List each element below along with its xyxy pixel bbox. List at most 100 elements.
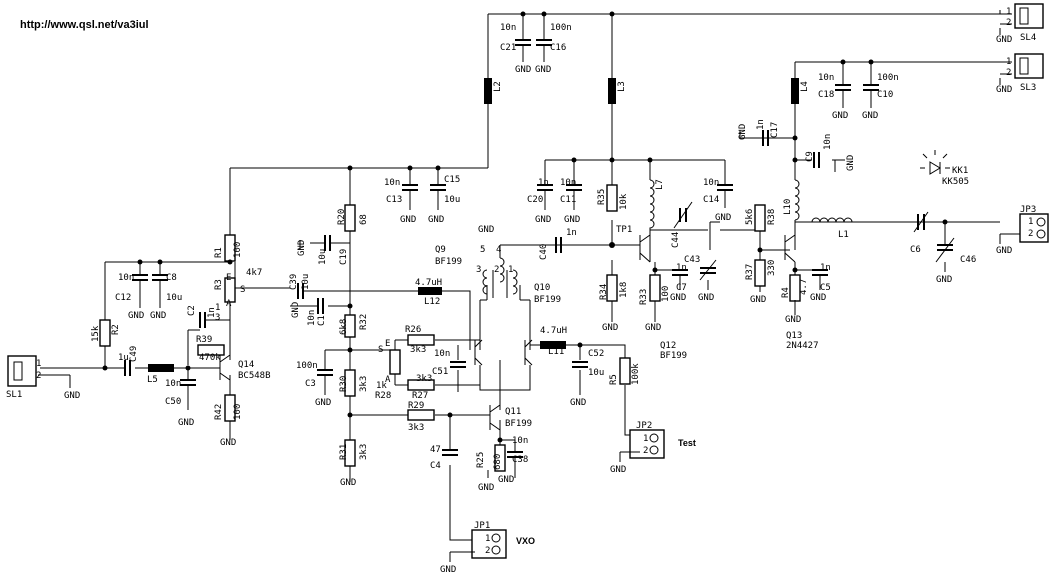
- resistor-r34: [606, 274, 618, 302]
- ref-c8: C8: [166, 273, 177, 283]
- gnd-label: GND: [178, 418, 194, 428]
- ref-r2: R2: [111, 324, 121, 335]
- resistor-r20: [344, 204, 356, 232]
- trimmer-c6: [917, 214, 925, 230]
- ref-c6: C6: [910, 245, 921, 255]
- transistor-q10: [524, 339, 533, 366]
- gnd-label: GND: [315, 398, 331, 408]
- value-c38: 10n: [512, 436, 528, 446]
- connector-sl3: [1014, 53, 1044, 79]
- gnd-label: GND: [670, 293, 686, 303]
- ref-l10: L10: [783, 199, 793, 215]
- ref-r20: R20: [337, 209, 347, 225]
- value-c5: 1n: [820, 263, 831, 273]
- vertical-capacitors: [132, 39, 879, 470]
- gnd-label: GND: [750, 295, 766, 305]
- value-c7: 1n: [676, 263, 687, 273]
- resistor-r38: [754, 204, 766, 232]
- gnd-label: GND: [602, 323, 618, 333]
- inductor-symbol-l11: [540, 341, 566, 349]
- ref-r32: R32: [359, 314, 369, 330]
- pin-label: 1: [643, 434, 648, 444]
- value-q9: BF199: [435, 257, 462, 267]
- ref-q14: Q14: [238, 360, 254, 370]
- ref-r25: R25: [476, 452, 486, 468]
- transformer-secondary: [512, 269, 518, 295]
- pin-label: 2: [1006, 68, 1011, 78]
- ref-sl3: SL3: [1020, 83, 1036, 93]
- ref-c43: C43: [684, 255, 700, 265]
- transistors: [219, 234, 796, 431]
- ref-jp2: JP2: [636, 421, 652, 431]
- value-r2: 15k: [91, 325, 101, 342]
- gnd-label: GND: [440, 565, 456, 575]
- ref-c19: C19: [339, 249, 349, 265]
- ref-c11: C11: [560, 195, 576, 205]
- pin-label: 1: [508, 265, 513, 275]
- gnd-label: GND: [428, 215, 444, 225]
- ref-c16: C16: [550, 43, 566, 53]
- value-r35: 10k: [619, 193, 629, 210]
- ref-q10: Q10: [534, 283, 550, 293]
- ref-l11: L11: [548, 347, 564, 357]
- connector-sl4: [1014, 3, 1044, 29]
- inductor-symbol-l4: [791, 78, 799, 104]
- pin-label: 2: [643, 446, 648, 456]
- gnd-label: GND: [996, 35, 1012, 45]
- ref-c52: C52: [588, 349, 604, 359]
- led-kk1: [920, 150, 950, 175]
- ref-c18: C18: [818, 90, 834, 100]
- value-q11: BF199: [505, 419, 532, 429]
- ref-l4: L4: [800, 81, 810, 92]
- value-c10: 100n: [877, 73, 899, 83]
- value-c4: 47: [430, 445, 441, 455]
- value-c51: 10n: [434, 349, 450, 359]
- connector-label-test: Test: [678, 438, 696, 448]
- value-c2: 1n: [207, 307, 217, 318]
- ref-c7: C7: [676, 283, 687, 293]
- potentiometer-r3: [224, 277, 236, 303]
- testpoint-tp1: [609, 242, 615, 248]
- inductor-symbol-l5: [148, 364, 174, 372]
- ref-r28: R28: [375, 391, 391, 401]
- gnd-label: GND: [832, 111, 848, 121]
- ref-c21: C21: [500, 43, 516, 53]
- value-c18: 10n: [818, 73, 834, 83]
- gnd-label: GND: [515, 65, 531, 75]
- connector-jp1: [449, 529, 507, 562]
- ref-r38: R38: [767, 209, 777, 225]
- ref-c5: C5: [820, 283, 831, 293]
- ref-sl1: SL1: [6, 390, 22, 400]
- gnd-label: GND: [400, 215, 416, 225]
- ref-r33: R33: [639, 289, 649, 305]
- gnd-label: GND: [570, 398, 586, 408]
- ref-c2: C2: [187, 305, 197, 316]
- value-r31: 3k3: [359, 444, 369, 460]
- resistors: [99, 184, 801, 472]
- ground-labels: GND GND GND GND GND GND GND GND GND GND …: [64, 35, 1012, 575]
- pin-label: 1: [1028, 217, 1033, 227]
- resistor-r27: [407, 379, 435, 391]
- ref-l12: L12: [424, 297, 440, 307]
- ref-r3: R3: [214, 279, 224, 290]
- value-kk1: KK505: [942, 177, 969, 187]
- value-c15: 10u: [444, 195, 460, 205]
- pin-label: 4: [496, 245, 501, 255]
- gnd-label: GND: [498, 475, 514, 485]
- ref-c13: C13: [386, 195, 402, 205]
- ref-c38: C38: [512, 455, 528, 465]
- pin-label: 2: [494, 265, 499, 275]
- value-r29: 3k3: [408, 423, 424, 433]
- gnd-label: GND: [291, 302, 301, 318]
- resistor-r5: [619, 357, 631, 385]
- pin-label: 5: [480, 245, 485, 255]
- value-c16: 100n: [550, 23, 572, 33]
- gnd-label: GND: [996, 246, 1012, 256]
- value-r25: 680: [493, 454, 503, 470]
- transistor-q9: [474, 339, 483, 366]
- value-c52: 10u: [588, 368, 604, 378]
- pin-labels: 1 2 1 2 1 2 1 2 1 2 1 2 5 4 3 1 2 1 3: [36, 7, 1033, 556]
- pin-label: 1: [485, 534, 490, 544]
- connector-jp3: [999, 213, 1049, 244]
- resistor-r32: [344, 314, 356, 338]
